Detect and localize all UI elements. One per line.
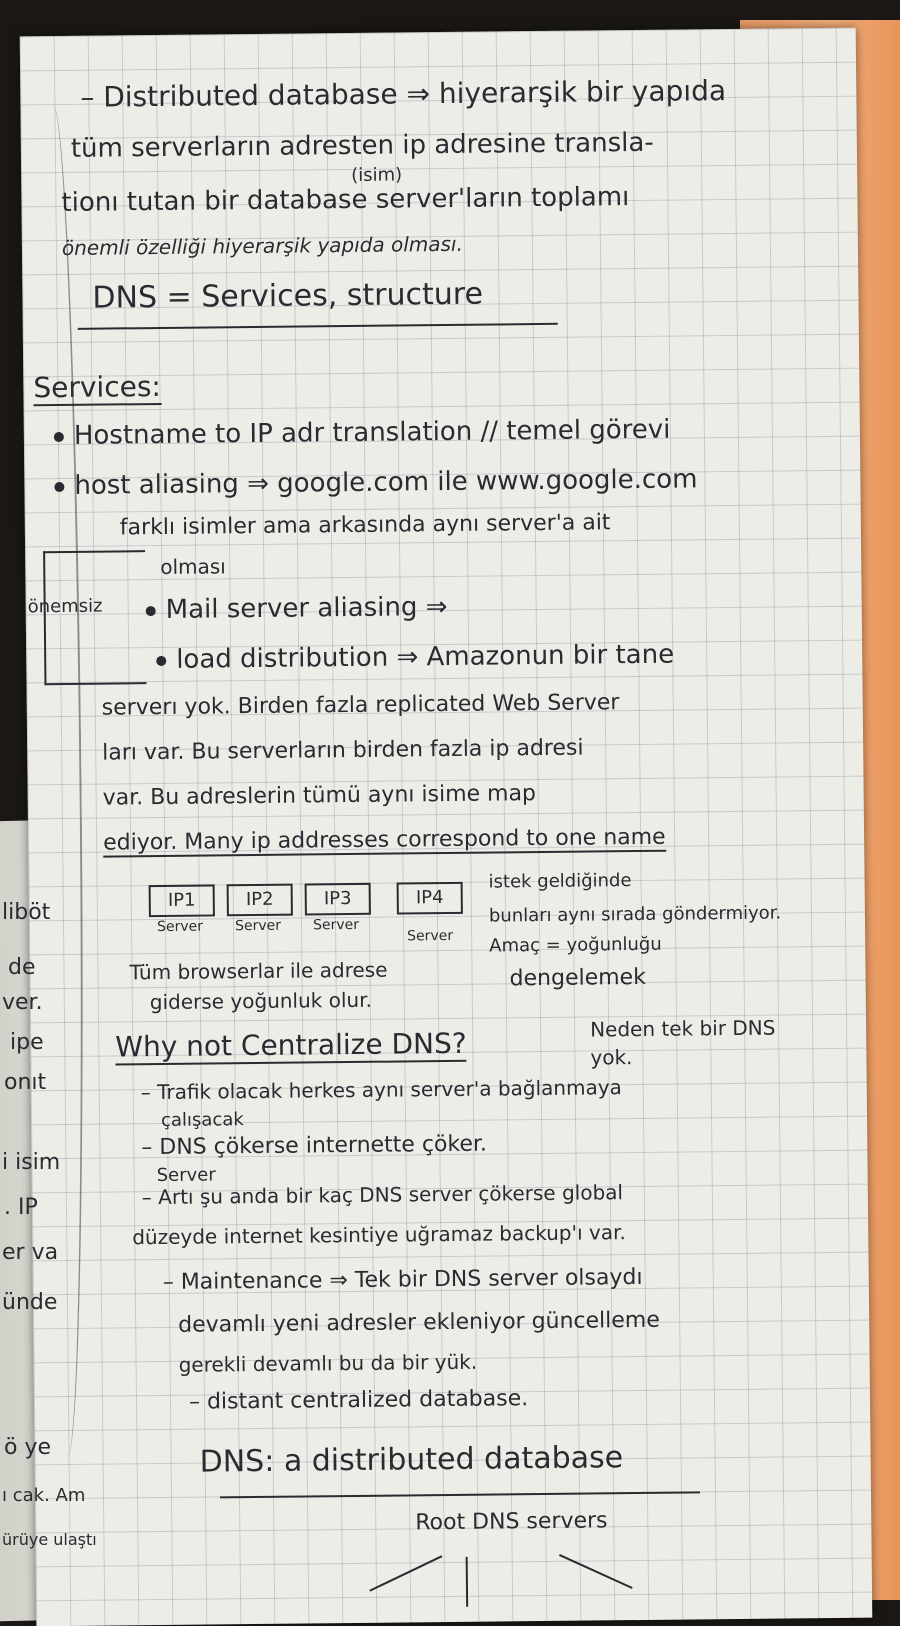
intro-line-3: tionı tutan bir database server'ların to… [61,182,630,218]
ip-box-1: IP1 [148,884,215,918]
browser-note-2: giderse yoğunluk olur. [149,987,372,1015]
footer-heading-underline [219,1491,700,1499]
left-edge-text-4: ipe [10,1030,44,1055]
ip-note-3: dengelemek [509,964,647,992]
footer-heading: DNS: a distributed database [199,1440,624,1480]
bullet-dot [145,605,156,616]
side-bracket [43,550,147,686]
service-bullet-4-cont-3: var. Bu adreslerin tümü aynı isime map [102,781,537,811]
browser-note-1: Tüm browserlar ile adrese [129,957,388,985]
tree-branch-left [369,1555,443,1592]
ip-box-4-sub: Server [407,927,454,945]
service-bullet-3-text: Mail server aliasing ⇒ [165,591,448,625]
service-bullet-4-text: load distribution ⇒ Amazonun bir tane [176,639,675,675]
left-edge-text-11: ı cak. Am [2,1485,86,1506]
left-edge-text-10: ö ye [4,1435,52,1460]
intro-line-2: tüm serverların adresten ip adresine tra… [70,127,654,164]
why-line-3b: düzeyde internet kesintiye uğramaz backu… [132,1220,626,1250]
ip-box-1-sub: Server [156,918,204,936]
bullet-dot [156,655,167,666]
service-bullet-4-cont-1: serverı yok. Birden fazla replicated Web… [101,690,620,721]
service-bullet-2: host aliasing ⇒ google.com ile www.googl… [54,464,698,501]
why-line-3: – Artı şu anda bir kaç DNS server çökers… [141,1180,624,1210]
left-edge-text-6: i isim [2,1150,61,1175]
why-line-4c: gerekli devamlı bu da bir yük. [178,1349,478,1377]
why-side-note: Neden tek bir DNS yok. [590,1015,776,1070]
left-edge-text-3: ver. [2,990,43,1015]
why-line-4: – Maintenance ⇒ Tek bir DNS server olsay… [162,1264,643,1295]
intro-line-4: önemli özelliği hiyerarşik yapıda olması… [61,231,464,260]
service-bullet-4: load distribution ⇒ Amazonun bir tane [156,640,674,675]
why-line-4b: devamlı yeni adresler ekleniyor güncelle… [178,1307,660,1338]
why-line-5: – distant centralized database. [188,1386,529,1415]
ip-note-2: bunları aynı sırada göndermiyor. Amaç = … [488,902,782,957]
service-bullet-2-cont-2: olması [160,554,226,579]
left-edge-text-12: ürüye ulaştı [2,1530,97,1549]
service-bullet-4-cont-4: ediyor. Many ip addresses correspond to … [103,824,666,858]
bullet-dot [53,431,64,442]
why-line-2: – DNS çökerse internette çöker. [141,1131,488,1161]
intro-line-1: – Distributed database ⇒ hiyerarşik bir … [80,74,727,114]
bullet-dot [54,481,65,492]
tree-branch-middle [465,1556,469,1607]
service-bullet-2-cont-1: farklı isimler ama arkasında aynı server… [119,510,611,541]
service-bullet-3: Mail server aliasing ⇒ [145,591,448,625]
ip-note-1: istek geldiğinde [488,870,632,893]
ip-box-3: IP3 [304,882,371,916]
left-edge-text-2: de [8,955,36,980]
left-edge-text-1: liböt [2,900,51,925]
ip-box-2: IP2 [226,883,293,917]
left-edge-text-9: ünde [2,1290,58,1315]
service-bullet-1-text: Hostname to IP adr translation // temel … [73,414,671,451]
service-bullet-1: Hostname to IP adr translation // temel … [53,414,671,451]
dns-title-underline [77,322,558,330]
service-bullet-4-cont-2: ları var. Bu serverların birden fazla ip… [102,735,584,766]
ip-box-3-sub: Server [312,916,360,934]
left-edge-text-7: . IP [4,1195,38,1220]
intro-line-2-note: (isim) [351,164,403,186]
dns-title: DNS = Services, structure [92,276,484,316]
services-heading: Services: [33,369,162,407]
notebook-page: – Distributed database ⇒ hiyerarşik bir … [19,27,873,1626]
why-line-1: – Trafik olacak herkes aynı server'a bağ… [140,1075,622,1105]
service-bullet-2-text: host aliasing ⇒ google.com ile www.googl… [74,464,698,501]
left-edge-text-8: er va [2,1240,59,1265]
ip-box-2-sub: Server [234,917,282,935]
side-label: önemsiz [27,595,103,618]
why-line-2-note: Server [156,1164,216,1187]
why-line-1b: çalışacak [160,1109,244,1131]
ip-box-4: IP4 [396,881,463,915]
left-edge-text-5: onıt [4,1070,47,1095]
why-heading: Why not Centralize DNS? [115,1026,467,1066]
root-dns-servers: Root DNS servers [415,1508,608,1536]
tree-branch-right [558,1554,633,1589]
